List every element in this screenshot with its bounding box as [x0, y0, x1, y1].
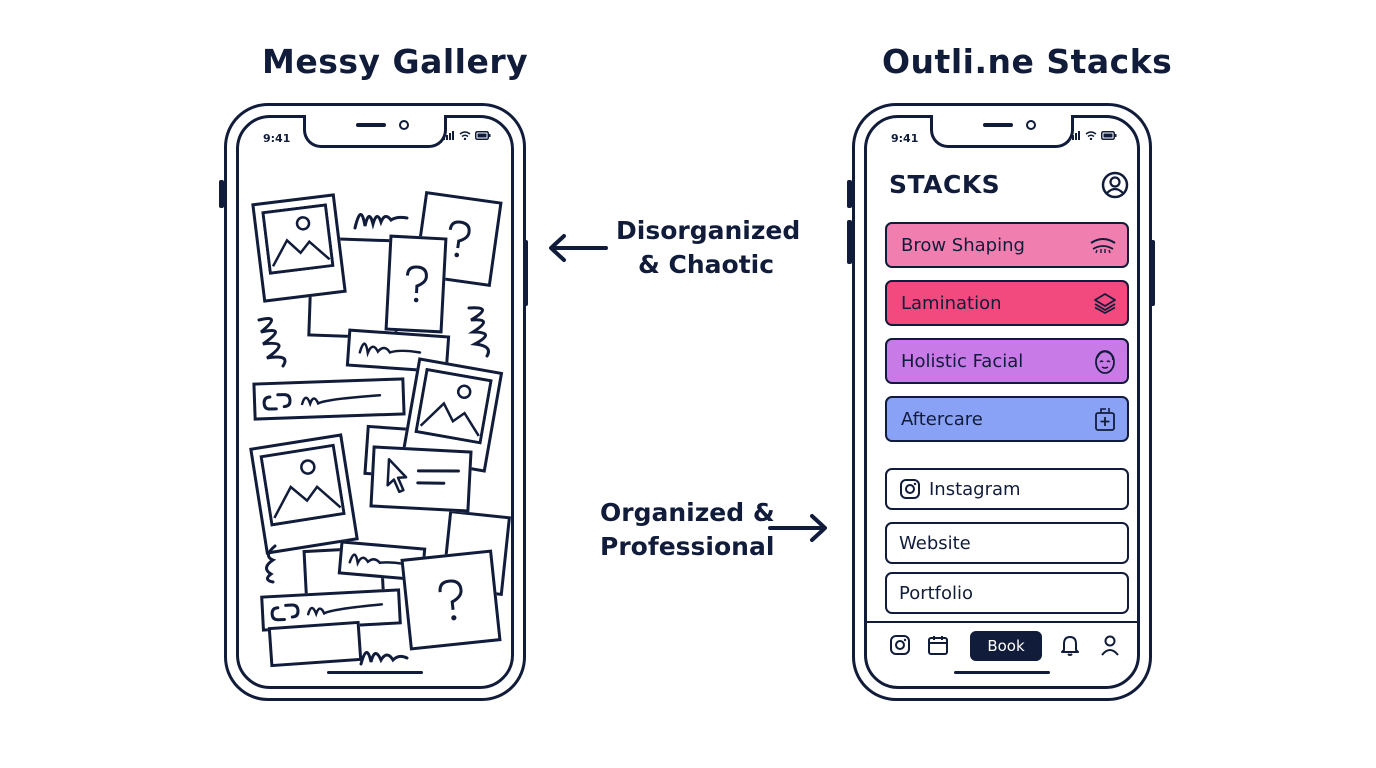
link-label: Website: [899, 532, 971, 554]
photo-card: [251, 193, 347, 303]
question-mark-icon: [405, 265, 428, 303]
battery-icon: [475, 131, 491, 140]
left-status-icons: [443, 131, 491, 140]
outline-stacks-title: Outli.ne Stacks: [882, 42, 1173, 81]
layers-icon: [1094, 293, 1116, 314]
messy-gallery-title: Messy Gallery: [262, 42, 529, 81]
eyebrow-icon: [1090, 238, 1116, 254]
right-phone-notch: [930, 115, 1074, 148]
arrow-left-icon: [549, 234, 608, 262]
right-phone-screen: 9:41 STACKS Brow Shaping Lamination Holi…: [864, 115, 1140, 689]
stack-brow-shaping-button[interactable]: Brow Shaping: [885, 222, 1129, 268]
link-card: [252, 377, 406, 421]
link-instagram-button[interactable]: Instagram: [885, 468, 1129, 510]
cursor-icon: [386, 458, 460, 494]
stacks-heading: STACKS: [889, 170, 1001, 199]
question-mark-icon: [438, 579, 463, 621]
face-icon: [1095, 350, 1115, 374]
stack-label: Holistic Facial: [901, 350, 1024, 372]
unknown-item-card: [413, 190, 503, 288]
photo-card: [249, 433, 359, 555]
link-portfolio-button[interactable]: Portfolio: [885, 572, 1129, 614]
right-phone-volume-button: [847, 220, 852, 264]
left-phone: 9:41: [224, 103, 526, 701]
left-phone-side-button: [219, 180, 224, 208]
right-status-time: 9:41: [891, 132, 919, 145]
note-card: [337, 540, 427, 582]
stack-label: Aftercare: [901, 408, 983, 430]
scribble-icon: [467, 306, 490, 358]
stack-label: Lamination: [901, 292, 1002, 314]
instagram-icon: [900, 479, 920, 499]
disorganized-label: Disorganized & Chaotic: [616, 214, 800, 282]
right-phone-side-button: [847, 180, 852, 208]
battery-icon: [1101, 131, 1117, 140]
scribble-icon: [353, 213, 409, 230]
organized-line1: Organized &: [600, 498, 775, 527]
signal-icon: [443, 131, 454, 140]
photo-card: [400, 357, 504, 473]
scribble-icon: [358, 342, 422, 358]
stack-holistic-facial-button[interactable]: Holistic Facial: [885, 338, 1129, 384]
tabbar-divider: [867, 621, 1137, 623]
scribble-icon: [348, 553, 408, 567]
stack-aftercare-button[interactable]: Aftercare: [885, 396, 1129, 442]
left-status-time: 9:41: [263, 132, 291, 145]
right-status-icons: [1069, 131, 1117, 140]
book-button[interactable]: Book: [970, 631, 1042, 661]
first-aid-kit-icon: [1095, 408, 1115, 431]
clutter-card: [267, 620, 363, 668]
organized-label: Organized & Professional: [600, 496, 775, 564]
scribble-icon: [257, 317, 287, 368]
tab-profile-icon[interactable]: [1099, 634, 1121, 656]
stack-label: Brow Shaping: [901, 234, 1025, 256]
disorganized-line2: & Chaotic: [638, 250, 775, 279]
organized-line2: Professional: [600, 532, 775, 561]
image-icon: [414, 367, 493, 445]
unknown-item-card: [384, 234, 448, 334]
scribble-icon: [265, 544, 277, 584]
left-phone-home-indicator: [327, 671, 423, 674]
link-label: Instagram: [929, 478, 1021, 500]
right-phone-power-button: [1150, 240, 1155, 306]
image-icon: [259, 443, 346, 527]
left-phone-notch: [303, 115, 447, 148]
tab-instagram-icon[interactable]: [889, 634, 911, 656]
signal-icon: [1069, 131, 1080, 140]
stack-lamination-button[interactable]: Lamination: [885, 280, 1129, 326]
left-phone-screen: 9:41: [236, 115, 514, 689]
tab-bell-icon[interactable]: [1059, 634, 1081, 656]
cursor-card: [369, 445, 473, 513]
unknown-item-card: [400, 549, 502, 651]
arrow-right-icon: [768, 514, 827, 542]
note-card: [345, 328, 451, 374]
right-phone-home-indicator: [954, 671, 1050, 674]
scribble-icon: [359, 651, 409, 666]
question-mark-icon: [448, 220, 471, 258]
link-website-button[interactable]: Website: [885, 522, 1129, 564]
messy-collage: [239, 118, 517, 692]
wifi-icon: [1085, 131, 1097, 140]
link-label: Portfolio: [899, 582, 974, 604]
link-icon: [270, 603, 384, 622]
profile-icon[interactable]: [1101, 171, 1129, 199]
wifi-icon: [459, 131, 471, 140]
link-icon: [262, 393, 382, 411]
right-phone: 9:41 STACKS Brow Shaping Lamination Holi…: [852, 103, 1152, 701]
tab-calendar-icon[interactable]: [927, 634, 949, 656]
image-icon: [261, 203, 335, 275]
link-card: [260, 588, 402, 632]
disorganized-line1: Disorganized: [616, 216, 801, 245]
